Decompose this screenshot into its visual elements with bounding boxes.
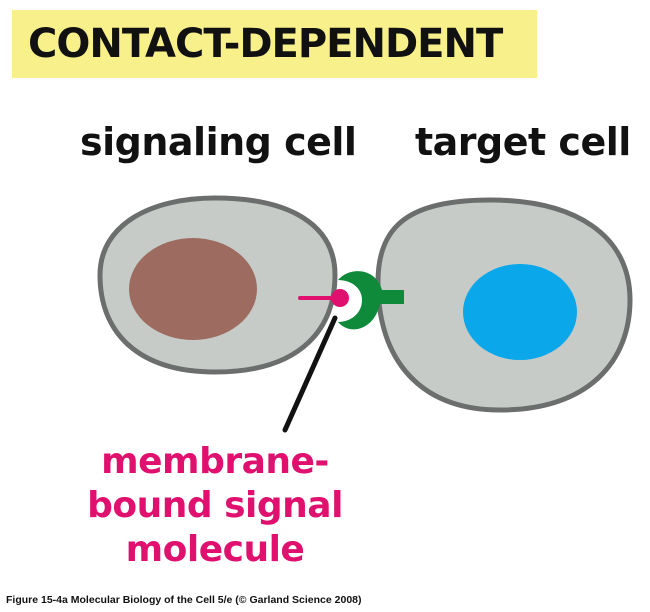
receptor [338,271,404,330]
molecule-label-line-2: bound signal [87,485,343,526]
page-title: CONTACT-DEPENDENT [28,21,503,67]
molecule-label-line-1: membrane- [101,441,329,482]
figure-caption: Figure 15-4a Molecular Biology of the Ce… [6,594,362,606]
target-cell-label: target cell [415,120,631,164]
signaling-cell-nucleus [129,238,257,340]
membrane-bound-signal-molecule-label: membrane- bound signal molecule [60,440,370,572]
target-cell-nucleus [463,264,577,360]
molecule-label-line-3: molecule [125,529,305,570]
signaling-cell-label: signaling cell [80,120,357,164]
signal-molecule-head [331,289,349,307]
title-banner: CONTACT-DEPENDENT [12,10,537,78]
pointer-line [282,315,338,433]
